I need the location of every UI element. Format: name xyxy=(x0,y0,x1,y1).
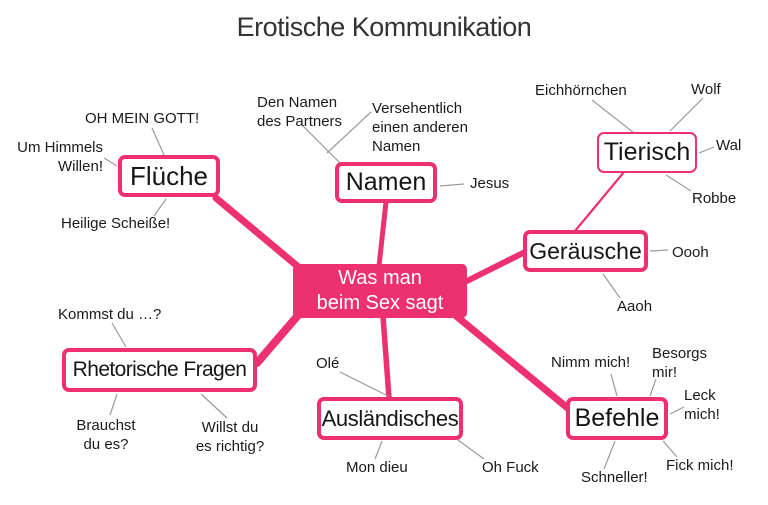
label-line-brauchst xyxy=(109,393,118,416)
subnode-jesus[interactable]: Jesus xyxy=(470,175,510,192)
subnode-versehentlich-anderen-namen[interactable]: Versehentlich einen anderen Namen xyxy=(372,100,468,155)
subnode-aaoh[interactable]: Aaoh xyxy=(617,298,653,315)
node-auslaendisches[interactable]: Ausländisches xyxy=(317,397,463,440)
label-line-jesus xyxy=(439,183,465,187)
node-label: Geräusche xyxy=(529,237,642,264)
node-namen[interactable]: Namen xyxy=(335,162,437,203)
label-line-oooh xyxy=(649,249,669,252)
label-line-heilige xyxy=(153,198,167,217)
node-geraeusche[interactable]: Geräusche xyxy=(523,230,648,272)
subnode-eichhoernchen[interactable]: Eichhörnchen xyxy=(535,82,627,99)
subnode-willst-du-es-richtig[interactable]: Willst du es richtig? xyxy=(195,419,265,455)
node-label: Flüche xyxy=(129,160,209,191)
subnode-den-namen-des-partners[interactable]: Den Namen des Partners xyxy=(257,94,343,130)
label-line-leck xyxy=(669,406,685,415)
label-line-um-himmels xyxy=(103,157,118,167)
node-label: Befehle xyxy=(574,404,660,432)
branch-line-namen xyxy=(376,199,389,269)
subnode-um-himmels-willen[interactable]: Um Himmels Willen! xyxy=(17,139,103,175)
label-line-robbe xyxy=(665,174,692,192)
node-central[interactable]: Was man beim Sex sagt xyxy=(293,264,467,318)
label-line-oh-fuck xyxy=(457,439,485,460)
subnode-leck-mich[interactable]: Leck mich! xyxy=(684,387,720,423)
subnode-fick-mich[interactable]: Fick mich! xyxy=(666,457,734,474)
node-label: Ausländisches xyxy=(321,405,459,431)
subnode-besorgs-mir[interactable]: Besorgs mir! xyxy=(652,345,708,381)
subnode-schneller[interactable]: Schneller! xyxy=(581,469,648,486)
node-label: Namen xyxy=(345,168,427,196)
label-line-schneller xyxy=(603,440,616,470)
subnode-heilige-scheisse[interactable]: Heilige Scheiße! xyxy=(61,215,171,232)
node-rhetorische-fragen[interactable]: Rhetorische Fragen xyxy=(62,348,257,392)
node-label: Rhetorische Fragen xyxy=(72,358,247,381)
label-line-den-namen xyxy=(302,125,342,165)
subnode-kommst-du[interactable]: Kommst du …? xyxy=(58,306,162,323)
branch-line-rhetorische-fragen xyxy=(253,309,304,367)
label-line-eichhoernchen xyxy=(591,99,635,134)
node-tierisch[interactable]: Tierisch xyxy=(597,132,697,173)
subnode-brauchst-du-es[interactable]: Brauchst du es? xyxy=(76,417,136,453)
branch-line-geraeusche xyxy=(460,248,530,286)
label-line-mon-dieu xyxy=(374,440,383,460)
label-line-ole xyxy=(339,371,389,397)
node-befehle[interactable]: Befehle xyxy=(566,397,668,440)
branch-line-befehle xyxy=(451,311,574,414)
label-line-oh-mein-gott xyxy=(151,127,165,156)
subnode-nimm-mich[interactable]: Nimm mich! xyxy=(551,354,631,371)
node-flueche[interactable]: Flüche xyxy=(118,155,220,197)
branch-line-auslaendisches xyxy=(380,313,392,401)
page-title: Erotische Kommunikation xyxy=(236,12,532,42)
label-line-besorgs xyxy=(649,378,657,397)
label-line-kommst xyxy=(111,322,127,348)
subnode-robbe[interactable]: Robbe xyxy=(692,190,737,207)
label-line-fick xyxy=(662,440,678,458)
label-line-wal xyxy=(698,146,715,154)
subnode-oh-fuck[interactable]: Oh Fuck xyxy=(482,459,539,476)
subnode-oh-mein-gott[interactable]: OH MEIN GOTT! xyxy=(85,110,200,127)
label-line-wolf xyxy=(669,97,704,132)
label-line-willst xyxy=(200,393,228,419)
subnode-ole[interactable]: Olé xyxy=(316,355,340,372)
branch-line-flueche xyxy=(212,194,306,274)
branch-line-tierisch xyxy=(573,170,626,233)
label-line-aaoh xyxy=(602,273,621,299)
subnode-oooh[interactable]: Oooh xyxy=(672,244,709,261)
label-line-nimm xyxy=(610,373,618,397)
node-label: Tierisch xyxy=(603,138,691,166)
subnode-wolf[interactable]: Wolf xyxy=(691,81,721,98)
subnode-mon-dieu[interactable]: Mon dieu xyxy=(346,459,408,476)
label-line-versehentlich xyxy=(326,111,372,154)
subnode-wal[interactable]: Wal xyxy=(716,137,742,154)
